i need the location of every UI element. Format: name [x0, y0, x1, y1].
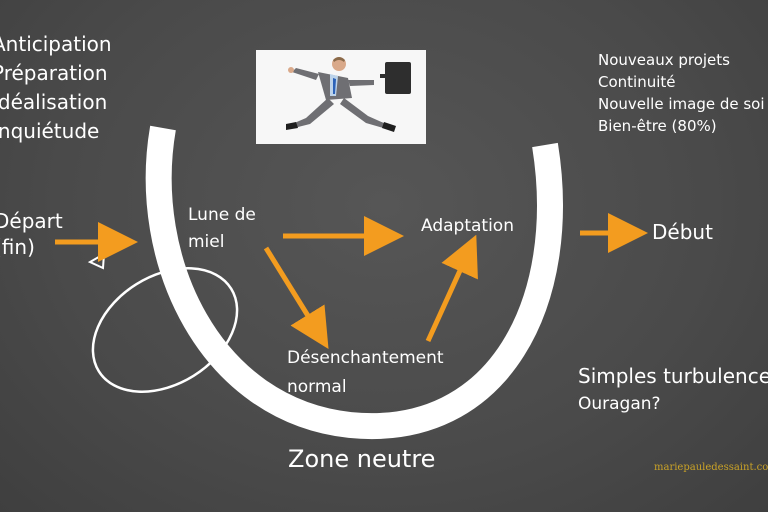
loop-arrowhead [87, 252, 106, 270]
ouragan-label: Ouragan? [578, 394, 661, 414]
depart-label: Départ (fin) [0, 209, 63, 259]
zone-neutre-label: Zone neutre [288, 445, 436, 473]
right-list-item: Nouvelle image de soi [598, 95, 765, 113]
left-list-item: Anticipation [0, 32, 112, 56]
arrow-desenchantement-to-adaptation [425, 234, 478, 343]
debut-label: Début [652, 220, 713, 244]
leaping-businessman-icon [256, 50, 426, 144]
loop-ellipse [91, 267, 239, 393]
adaptation-label: Adaptation [421, 216, 514, 236]
left-list: Anticipation Préparation Idéalisation In… [0, 30, 112, 146]
neutral-zone-curve [145, 125, 563, 440]
left-list-item: Idéalisation [0, 90, 108, 114]
watermark: mariepauledessaint.com [654, 462, 768, 473]
right-list-item: Nouveaux projets [598, 51, 730, 69]
left-list-item: Préparation [0, 61, 108, 85]
left-list-item: Inquiétude [0, 119, 100, 143]
turbulences-label: Simples turbulences [578, 364, 768, 388]
arrow-lune-to-desenchantement [263, 246, 329, 350]
desenchantement-label: Désenchantement normal [287, 348, 444, 397]
right-list: Nouveaux projets Continuité Nouvelle ima… [598, 49, 765, 137]
businessman-photo [256, 50, 426, 144]
right-list-item: Bien-être (80%) [598, 117, 717, 135]
lune-de-miel-label: Lune de miel [188, 205, 256, 252]
right-list-item: Continuité [598, 73, 676, 91]
